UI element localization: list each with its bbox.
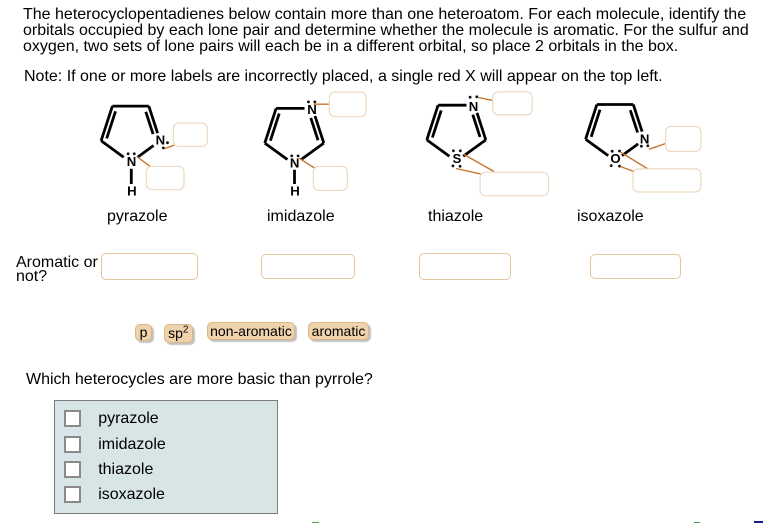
svg-text:O: O — [610, 151, 620, 166]
svg-text:H: H — [127, 183, 137, 198]
svg-text:N: N — [127, 154, 137, 169]
svg-text:N: N — [640, 131, 650, 146]
svg-text:N: N — [156, 133, 166, 148]
svg-text:S: S — [453, 151, 462, 166]
svg-text:N: N — [469, 99, 479, 114]
svg-text:N: N — [290, 155, 300, 170]
svg-text:H: H — [290, 183, 300, 198]
svg-text:N: N — [307, 102, 317, 117]
